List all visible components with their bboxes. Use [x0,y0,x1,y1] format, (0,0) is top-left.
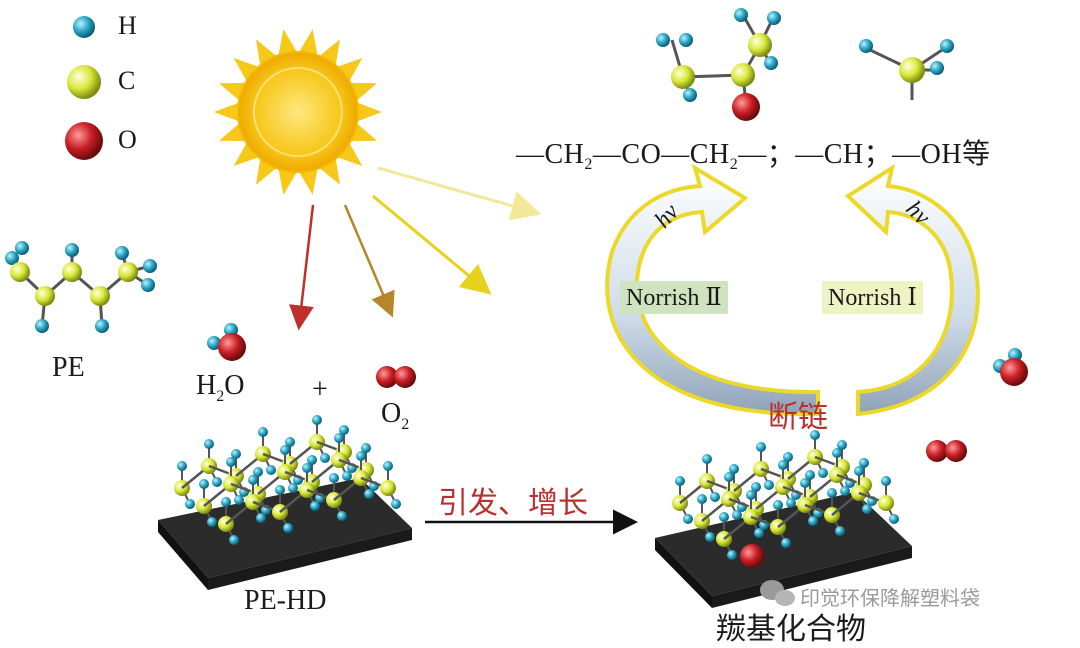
plus-sign: + [312,374,328,405]
chain-break-label: 断链 [768,400,828,435]
fragment-molecule-2 [859,39,954,100]
legend-atoms [65,16,103,160]
sun-icon [214,29,382,195]
norrish-cycle [605,163,980,417]
carbonyl-compound-label: 羰基化合物 [716,612,866,647]
o2-label: O2 [381,398,410,433]
wechat-icon [760,580,795,606]
pe-molecule [5,241,157,333]
legend-label-c: C [118,66,136,95]
light-arrow-brown [343,204,395,318]
h2o-label: H2O [196,370,245,405]
norrish-1-label: Norrish Ⅰ [822,281,923,314]
initiation-label: 引发、增长 [438,486,588,521]
o2-molecule-right [926,440,967,462]
carbonyl-chains [672,430,899,560]
h2o-molecule [207,323,246,361]
norrish-2-label: Norrish Ⅱ [620,281,728,314]
light-arrow-red [289,204,315,331]
fragment-molecule-1 [656,8,781,121]
pe-hd-label: PE-HD [244,585,327,616]
pe-hd-chains [174,415,401,545]
h2o-molecule-right [993,348,1028,386]
carbonyl-oxygen [740,544,764,568]
legend-label-h: H [118,11,137,40]
o2-molecule [376,366,416,388]
product-formula: —CH2—CO—CH2—；—CH；—OH等 [516,139,991,173]
light-arrow-pale [377,166,542,221]
watermark-text: 印觉环保降解塑料袋 [800,586,980,610]
legend-label-o: O [118,125,137,154]
pe-label: PE [52,352,85,383]
light-arrow-yellow [372,194,492,295]
